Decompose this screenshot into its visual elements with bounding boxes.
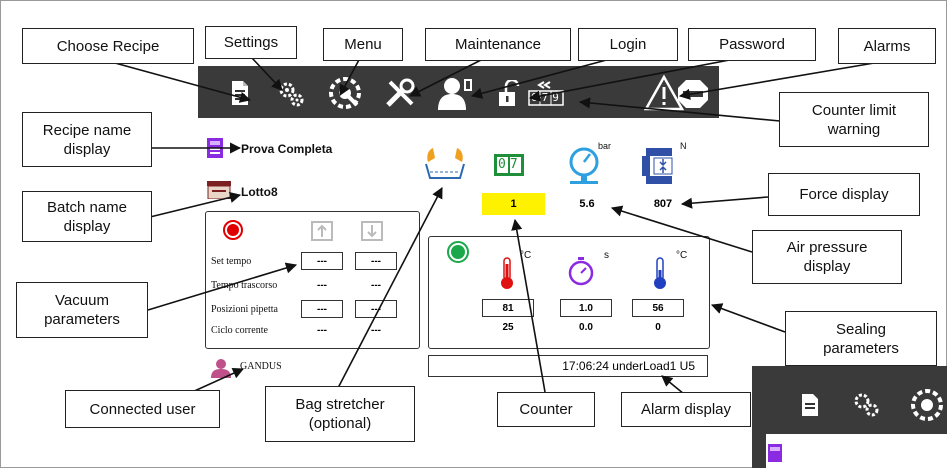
force-value: 807 [653, 198, 673, 210]
vacuum-field[interactable]: --- [301, 252, 343, 270]
air-pressure-icon [568, 146, 600, 186]
callout-force-display: Force display [768, 173, 920, 216]
vacuum-row-label: Ciclo corrente [211, 325, 268, 336]
counter-icon-digits: 07 [498, 157, 522, 172]
callout-counter: Counter [497, 392, 595, 427]
callout-bag-stretcher: Bag stretcher (optional) [265, 386, 415, 442]
settings-gear-icon[interactable] [276, 78, 306, 108]
sealing-timer-icon [568, 256, 594, 286]
thumbnail-settings-icon [852, 390, 880, 423]
vacuum-field[interactable]: --- [355, 252, 397, 270]
sealing-unit: s [604, 250, 609, 261]
sealing-set-field[interactable]: 81 [482, 299, 534, 317]
cooling-thermometer-icon [653, 256, 667, 290]
callout-menu: Menu [323, 28, 403, 61]
callout-maintenance: Maintenance [425, 28, 571, 61]
arrow-password [528, 57, 741, 102]
vacuum-row-label: Posizioni pipetta [211, 304, 278, 315]
arrow-force [680, 196, 769, 209]
vacuum-value: --- [317, 280, 327, 291]
screen-thumbnail [752, 366, 947, 468]
sealing-actual-value: 25 [502, 322, 514, 333]
counter-icon: 07 [494, 154, 524, 176]
force-unit: N [680, 141, 687, 151]
thumbnail-screen-area [766, 434, 947, 468]
sealing-unit: °C [676, 250, 688, 261]
toolbar: 079 [198, 66, 719, 118]
arrow-sealing [710, 303, 786, 333]
arrow-maintenance [409, 57, 486, 97]
thumbnail-recipe-icon [800, 393, 820, 422]
sealing-start-button[interactable] [447, 241, 469, 263]
arrow-connected-user [189, 368, 245, 394]
arrow-counter [511, 218, 546, 393]
thumbnail-menu-icon [910, 388, 944, 427]
vacuum-value: --- [371, 325, 381, 336]
sealing-set-field[interactable]: 56 [632, 299, 684, 317]
vacuum-value: --- [317, 325, 327, 336]
callout-batch-name-display: Batch name display [22, 191, 152, 242]
vacuum-value: --- [371, 280, 381, 291]
arrow-menu [339, 57, 361, 96]
sealing-set-field[interactable]: 1.0 [560, 299, 612, 317]
pressure-value: 5.6 [579, 198, 595, 210]
force-icon [640, 146, 678, 186]
callout-choose-recipe: Choose Recipe [22, 28, 194, 64]
callout-login: Login [578, 28, 678, 61]
callout-air-pressure-display: Air pressure display [752, 230, 902, 284]
vacuum-out-icon [360, 220, 384, 242]
vacuum-in-icon [310, 220, 334, 242]
vacuum-field[interactable]: --- [355, 300, 397, 318]
vacuum-start-button[interactable] [223, 220, 243, 240]
alarm-status-bar: 17:06:24 underLoad1 U5 [428, 355, 708, 377]
sealing-unit: °C [520, 250, 532, 261]
callout-counter-limit-warning: Counter limit warning [779, 92, 929, 147]
vacuum-row-label: Set tempo [211, 256, 252, 267]
vacuum-field[interactable]: --- [301, 300, 343, 318]
thumbnail-recipe-name-icon [768, 444, 782, 462]
user-icon[interactable] [210, 358, 236, 378]
callout-vacuum-parameters: Vacuum parameters [16, 282, 148, 338]
arrow-batch-name [149, 191, 242, 218]
vacuum-parameters-panel [205, 211, 420, 349]
callout-recipe-name-display: Recipe name display [22, 112, 152, 167]
batch-icon[interactable] [207, 181, 231, 200]
callout-settings: Settings [205, 26, 297, 59]
arrow-login [470, 57, 615, 99]
arrow-bag-stretcher [337, 187, 443, 389]
arrow-vacuum [147, 262, 298, 311]
callout-alarm-display: Alarm display [621, 392, 751, 427]
pressure-unit: bar [598, 141, 612, 151]
sealing-actual-value: 0 [655, 322, 661, 333]
arrow-choose-recipe [114, 62, 252, 103]
arrow-air-pressure [610, 205, 753, 253]
connected-user-name: GANDUS [240, 361, 282, 372]
arrow-settings [251, 57, 283, 91]
counter-value: 1 [482, 193, 545, 215]
sealing-thermometer-icon [500, 256, 514, 290]
callout-sealing-parameters: Sealing parameters [785, 311, 937, 366]
callout-connected-user: Connected user [65, 390, 220, 428]
batch-name: Lotto8 [241, 185, 278, 199]
vacuum-row-label: Tempo trascorso [211, 280, 278, 291]
recipe-name: Prova Completa [241, 142, 333, 156]
arrow-counter-limit [578, 97, 781, 122]
arrow-alarm-display [661, 375, 685, 395]
sealing-actual-value: 0.0 [579, 322, 593, 333]
callout-password: Password [688, 28, 816, 61]
maintenance-tools-icon[interactable] [384, 77, 416, 109]
sealing-parameters-panel [428, 236, 710, 349]
login-user-icon[interactable] [438, 76, 474, 110]
bag-stretcher-icon[interactable] [422, 142, 468, 182]
callout-alarms: Alarms [838, 28, 936, 64]
arrow-alarms [678, 61, 881, 100]
